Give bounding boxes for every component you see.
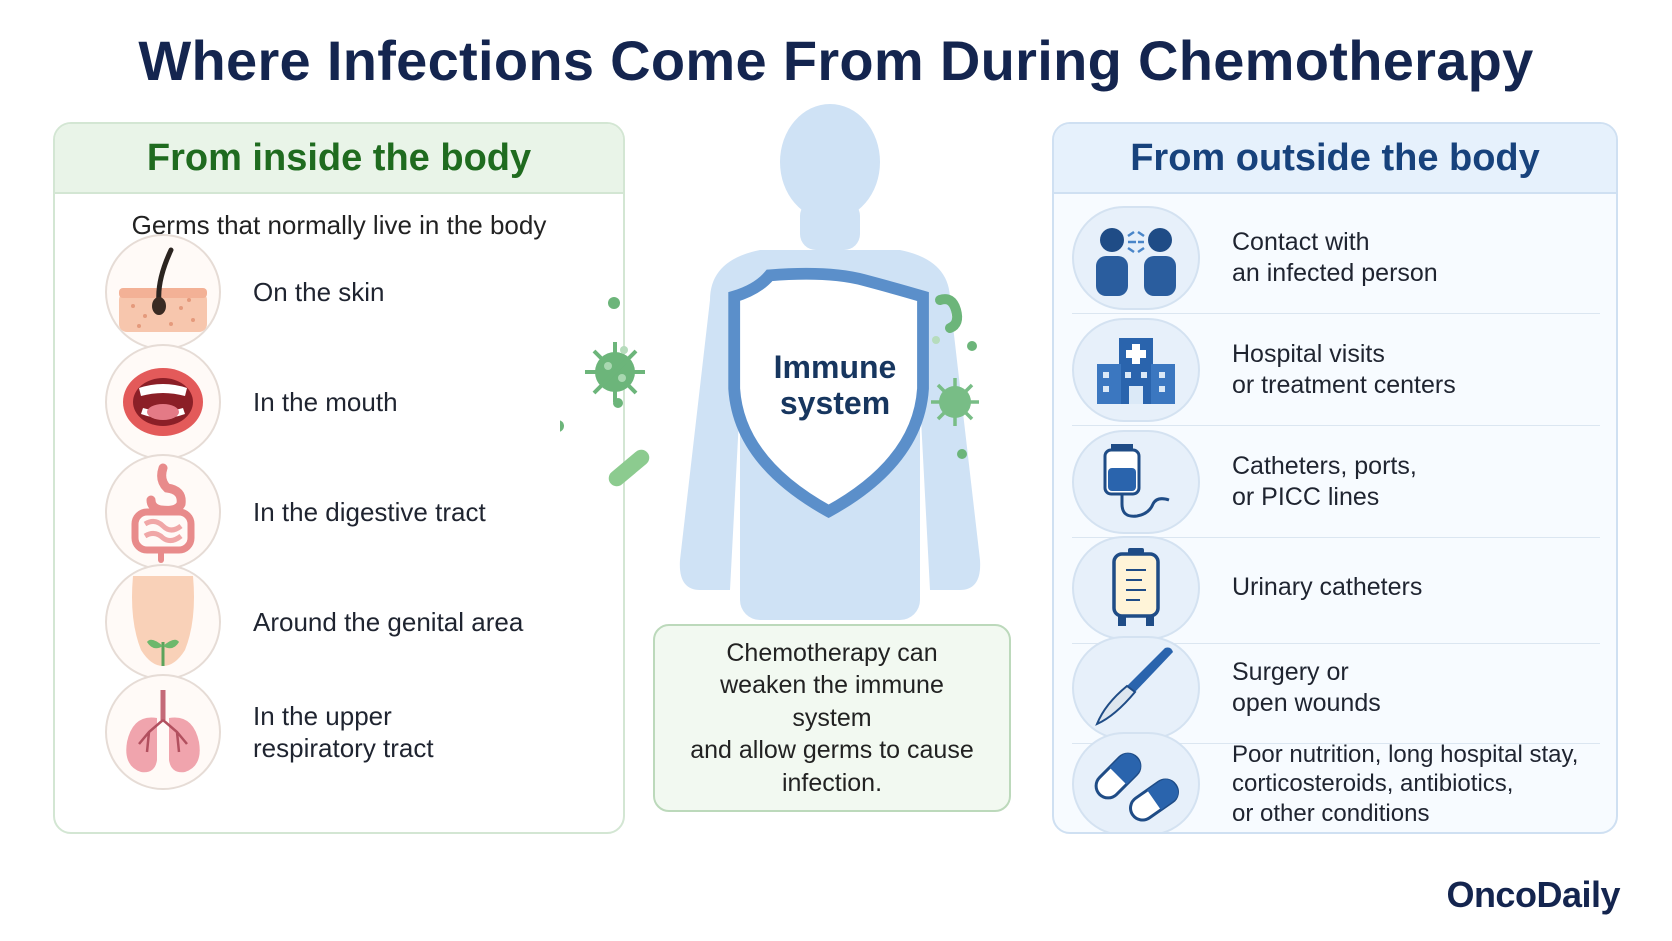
inside-body-panel: From inside the body Germs that normally…	[53, 122, 625, 834]
outside-item-surgery: Surgery or open wounds	[1072, 632, 1600, 744]
outside-panel-heading: From outside the body	[1054, 124, 1616, 194]
outside-item-contact: Contact with an infected person	[1072, 202, 1600, 314]
digestive-tract-icon	[105, 454, 221, 570]
body-silhouette-illustration	[560, 104, 981, 620]
outside-item-label: Hospital visits or treatment centers	[1232, 340, 1456, 399]
scalpel-icon	[1072, 635, 1200, 740]
pills-icon	[1072, 732, 1200, 832]
outside-item-urinary: Urinary catheters	[1072, 532, 1600, 644]
inside-item-skin: On the skin	[105, 234, 605, 350]
mouth-icon	[105, 344, 221, 460]
shield-label: Immune system	[773, 349, 897, 421]
bacteria-icon	[608, 449, 650, 487]
inside-item-label: In the upper respiratory tract	[253, 700, 434, 764]
inside-item-label: Around the genital area	[253, 606, 524, 637]
bacteria-icon	[935, 294, 963, 333]
outside-body-panel: From outside the body Contact with an in…	[1052, 122, 1618, 834]
outside-item-label: Catheters, ports, or PICC lines	[1232, 452, 1417, 511]
inside-item-digestive: In the digestive tract	[105, 454, 605, 570]
inside-item-label: On the skin	[253, 276, 385, 307]
hospital-icon	[1072, 317, 1200, 422]
genital-area-icon	[105, 564, 221, 680]
outside-item-label: Contact with an infected person	[1232, 228, 1438, 287]
brand-logo: OncoDaily	[1446, 874, 1620, 915]
inside-item-genital: Around the genital area	[105, 564, 605, 680]
outside-item-label: Surgery or open wounds	[1232, 658, 1381, 717]
inside-panel-subtitle: Germs that normally live in the body	[131, 210, 547, 240]
iv-bag-icon	[1072, 429, 1200, 534]
lungs-icon	[105, 674, 221, 790]
germ-icon	[931, 378, 979, 426]
outside-item-catheters: Catheters, ports, or PICC lines	[1072, 426, 1600, 538]
people-coughing-icon	[1072, 205, 1200, 310]
urine-bag-icon	[1072, 535, 1200, 640]
inside-item-label: In the digestive tract	[253, 496, 486, 527]
outside-item-hospital: Hospital visits or treatment centers	[1072, 314, 1600, 426]
outside-item-label: Poor nutrition, long hospital stay, cort…	[1232, 741, 1579, 827]
skin-icon	[105, 234, 221, 350]
inside-panel-heading: From inside the body	[55, 124, 623, 194]
inside-item-respiratory: In the upper respiratory tract	[105, 674, 605, 790]
germ-icon	[585, 342, 645, 402]
chemotherapy-note: Chemotherapy can weaken the immune syste…	[653, 624, 1011, 812]
shield-icon	[728, 267, 929, 519]
outside-item-other-conditions: Poor nutrition, long hospital stay, cort…	[1072, 728, 1600, 832]
inside-item-label: In the mouth	[253, 386, 398, 417]
inside-item-mouth: In the mouth	[105, 344, 605, 460]
page-title: Where Infections Come From During Chemot…	[138, 29, 1534, 92]
outside-item-label: Urinary catheters	[1232, 573, 1423, 602]
